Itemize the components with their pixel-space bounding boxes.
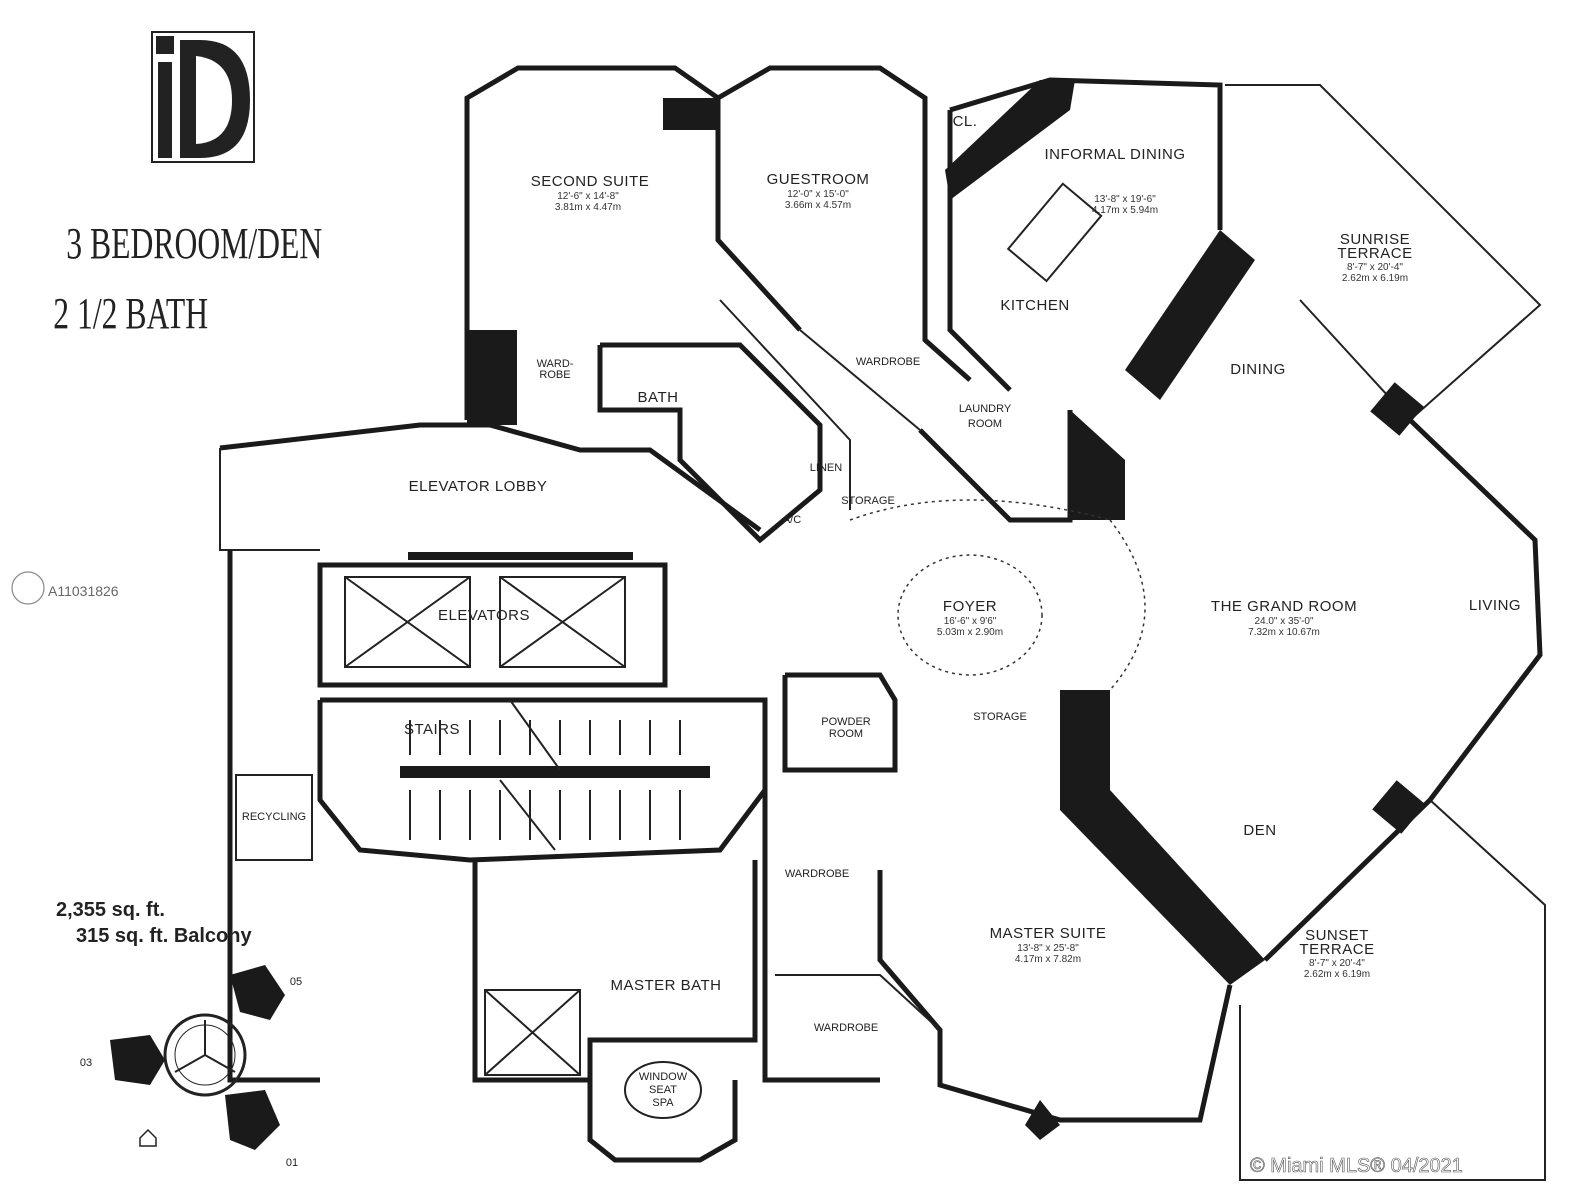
svg-text:ROOM: ROOM: [968, 418, 1002, 430]
walls: [219, 65, 1546, 1181]
svg-text:13'-8" x 25'-8": 13'-8" x 25'-8": [1017, 943, 1079, 954]
room-wardrobe-master: WARDROBE: [785, 868, 849, 880]
heading-bedrooms: 3 BEDROOM/DEN: [66, 220, 322, 268]
keyplan-unit-01: 01: [286, 1157, 298, 1169]
svg-text:SUNRISE: SUNRISE: [1340, 231, 1410, 248]
svg-text:3.66m x 4.57m: 3.66m x 4.57m: [785, 200, 851, 211]
svg-text:2.62m x 6.19m: 2.62m x 6.19m: [1304, 969, 1370, 980]
room-elevators: ELEVATORS: [438, 607, 530, 624]
room-sunset-terrace: SUNSET TERRACE 8'-7" x 20'-4" 2.62m x 6.…: [1299, 927, 1374, 980]
room-storage-top: STORAGE: [841, 495, 895, 507]
stair-treads: [409, 699, 681, 851]
svg-text:TERRACE: TERRACE: [1337, 245, 1412, 262]
room-dining: DINING: [1230, 361, 1286, 378]
mls-logo-icon: [11, 571, 45, 605]
svg-text:SEAT: SEAT: [649, 1084, 677, 1096]
room-storage: STORAGE: [973, 711, 1027, 723]
room-stairs: STAIRS: [404, 721, 460, 738]
heading-baths: 2 1/2 BATH: [53, 290, 208, 338]
room-wardrobe-guest: WARDROBE: [856, 356, 920, 368]
svg-text:TERRACE: TERRACE: [1299, 941, 1374, 958]
key-plan: 05 03 01: [80, 965, 302, 1169]
north-arrow-icon: [139, 1128, 157, 1147]
svg-text:3.81m x 4.47m: 3.81m x 4.47m: [555, 202, 621, 213]
copyright-watermark: © Miami MLS® 04/2021: [1250, 1155, 1463, 1177]
unit-heading: 3 BEDROOM/DEN 2 1/2 BATH: [53, 220, 322, 338]
svg-text:8'-7" x 20'-4": 8'-7" x 20'-4": [1309, 958, 1365, 969]
svg-text:5.03m x 2.90m: 5.03m x 2.90m: [937, 627, 1003, 638]
svg-text:WARD-: WARD-: [537, 358, 574, 370]
svg-text:WINDOW: WINDOW: [639, 1071, 688, 1083]
room-powder: POWDER ROOM: [821, 716, 871, 740]
room-elevator-lobby: ELEVATOR LOBBY: [409, 478, 548, 495]
svg-text:4.17m x 5.94m: 4.17m x 5.94m: [1092, 205, 1158, 216]
room-recycling: RECYCLING: [242, 811, 306, 823]
svg-text:THE GRAND ROOM: THE GRAND ROOM: [1211, 598, 1357, 615]
room-bath: BATH: [638, 389, 679, 406]
room-second-suite: SECOND SUITE 12'-6" x 14'-8" 3.81m x 4.4…: [531, 173, 650, 213]
room-ac: A/C: [783, 514, 801, 526]
svg-text:16'-6" x 9'6": 16'-6" x 9'6": [944, 616, 997, 627]
svg-text:LAUNDRY: LAUNDRY: [959, 403, 1012, 415]
logo: [151, 31, 255, 163]
svg-text:ROBE: ROBE: [539, 369, 570, 381]
room-window-seat-spa: WINDOW SEAT SPA: [624, 1061, 702, 1119]
listing-id: A11031826: [48, 583, 119, 599]
unit-area: 2,355 sq. ft. 315 sq. ft. Balcony: [56, 899, 252, 947]
keyplan-unit-03: 03: [80, 1057, 92, 1069]
svg-text:12'-0" x 15'-0": 12'-0" x 15'-0": [787, 189, 849, 200]
svg-text:ROOM: ROOM: [829, 728, 863, 740]
room-grand-room: THE GRAND ROOM 24.0" x 35'-0" 7.32m x 10…: [1211, 598, 1357, 638]
svg-text:4.17m x 7.82m: 4.17m x 7.82m: [1015, 954, 1081, 965]
room-wardrobe-second: WARD- ROBE: [537, 358, 574, 381]
svg-text:8'-7" x 20'-4": 8'-7" x 20'-4": [1347, 262, 1403, 273]
room-living: LIVING: [1469, 597, 1521, 614]
room-kitchen: KITCHEN: [1000, 297, 1069, 314]
room-laundry: LAUNDRY ROOM: [959, 403, 1012, 430]
svg-text:SECOND SUITE: SECOND SUITE: [531, 173, 650, 190]
svg-text:24.0" x 35'-0": 24.0" x 35'-0": [1254, 616, 1313, 627]
svg-text:INFORMAL DINING: INFORMAL DINING: [1044, 146, 1185, 163]
svg-text:315 sq. ft. Balcony: 315 sq. ft. Balcony: [76, 925, 252, 947]
room-wardrobe-master-2: WARDROBE: [814, 1022, 878, 1034]
svg-text:GUESTROOM: GUESTROOM: [767, 171, 870, 188]
svg-text:2,355 sq. ft.: 2,355 sq. ft.: [56, 899, 165, 921]
svg-text:2.62m x 6.19m: 2.62m x 6.19m: [1342, 273, 1408, 284]
svg-text:7.32m x 10.67m: 7.32m x 10.67m: [1248, 627, 1320, 638]
room-sunrise-terrace: SUNRISE TERRACE 8'-7" x 20'-4" 2.62m x 6…: [1337, 231, 1412, 284]
room-den: DEN: [1243, 822, 1276, 839]
svg-text:FOYER: FOYER: [943, 598, 997, 615]
room-master-bath: MASTER BATH: [610, 977, 721, 994]
room-linen: LINEN: [810, 462, 842, 474]
room-foyer: FOYER 16'-6" x 9'6" 5.03m x 2.90m: [937, 598, 1003, 638]
svg-text:SUNSET: SUNSET: [1305, 927, 1369, 944]
keyplan-unit-05: 05: [290, 976, 302, 988]
svg-text:MASTER SUITE: MASTER SUITE: [990, 925, 1107, 942]
room-master-suite: MASTER SUITE 13'-8" x 25'-8" 4.17m x 7.8…: [990, 925, 1107, 965]
room-guestroom: GUESTROOM 12'-0" x 15'-0" 3.66m x 4.57m: [767, 171, 870, 211]
svg-text:POWDER: POWDER: [821, 716, 871, 728]
svg-text:SPA: SPA: [652, 1097, 674, 1109]
svg-text:12'-6" x 14'-8": 12'-6" x 14'-8": [557, 191, 619, 202]
room-informal-dining: INFORMAL DINING 13'-8" x 19'-6" 4.17m x …: [1044, 146, 1185, 216]
mls-watermark: A11031826 © Miami MLS® 04/2021: [11, 571, 1463, 1177]
svg-text:13'-8" x 19'-6": 13'-8" x 19'-6": [1094, 194, 1156, 205]
room-closet: CL.: [953, 113, 978, 130]
kitchen-island: [1006, 182, 1103, 283]
